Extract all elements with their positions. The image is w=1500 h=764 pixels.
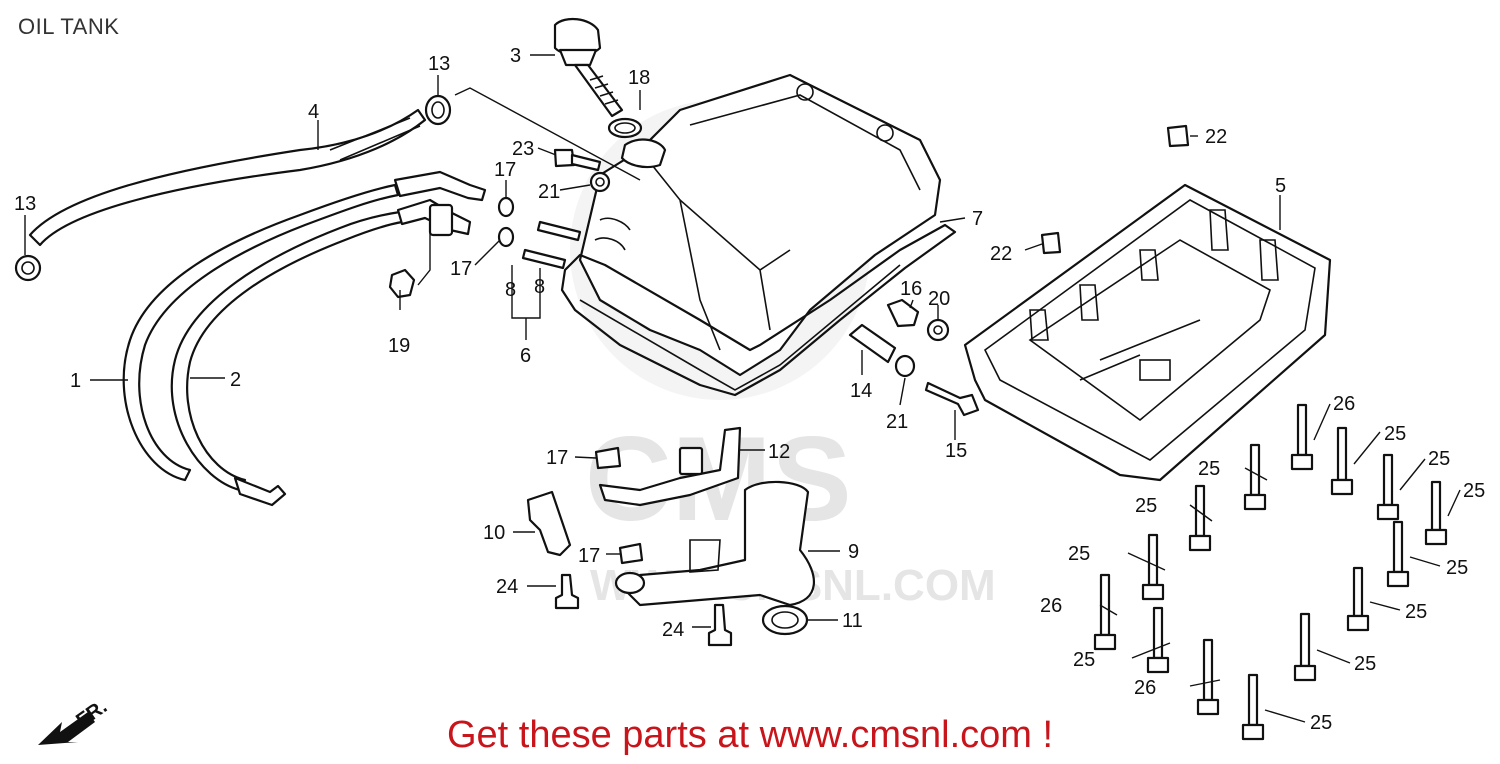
callout-17-c: 17 xyxy=(546,447,568,469)
bolt-15 xyxy=(924,381,980,417)
callout-23: 23 xyxy=(512,138,534,160)
clamp-13-lower xyxy=(14,254,42,282)
callouts: 3 13 4 13 1 2 18 23 17 21 17 8 8 6 19 7 … xyxy=(14,45,1485,734)
bolt-23 xyxy=(553,148,602,172)
callout-25-a: 25 xyxy=(1384,423,1406,445)
callout-21-upper: 21 xyxy=(538,181,560,203)
gasket-6 xyxy=(560,223,957,397)
washer-21-lower xyxy=(894,354,916,378)
plug-22-upper xyxy=(1166,124,1190,148)
strainer-9 xyxy=(614,480,815,607)
callout-17-b: 17 xyxy=(450,258,472,280)
callout-19: 19 xyxy=(388,335,410,357)
oil-tank-7 xyxy=(578,73,942,377)
callout-5: 5 xyxy=(1275,175,1286,197)
callout-25-h: 25 xyxy=(1405,601,1427,623)
leader-lines xyxy=(24,54,1281,628)
plate-10 xyxy=(526,490,572,557)
pan-bolt xyxy=(1386,520,1441,588)
pan-bolts xyxy=(1093,403,1461,741)
pan-bolt xyxy=(1093,573,1118,651)
callout-4: 4 xyxy=(308,101,319,123)
oil-pan-5 xyxy=(963,183,1332,482)
callout-21-lower: 21 xyxy=(886,411,908,433)
washer-17-a xyxy=(497,196,515,218)
hose-4 xyxy=(28,108,427,247)
callout-1: 1 xyxy=(70,370,81,392)
washer-20 xyxy=(926,318,950,342)
pan-bolt xyxy=(1376,453,1426,521)
callout-17-d: 17 xyxy=(578,545,600,567)
callout-26-top: 26 xyxy=(1333,393,1355,415)
callout-26-low: 26 xyxy=(1134,677,1156,699)
callout-10: 10 xyxy=(483,522,505,544)
line-fittings xyxy=(393,170,487,237)
pan-bolt xyxy=(1346,566,1401,632)
callout-25-i: 25 xyxy=(1073,649,1095,671)
pan-bolt xyxy=(1189,638,1221,716)
callout-18: 18 xyxy=(628,67,650,89)
pan-bolt xyxy=(1131,606,1171,674)
callout-15: 15 xyxy=(945,440,967,462)
callout-12: 12 xyxy=(768,441,790,463)
washer-21-upper xyxy=(589,171,611,193)
callout-25-d: 25 xyxy=(1463,480,1485,502)
stud-8a xyxy=(536,220,582,242)
filler-cap-3 xyxy=(553,17,624,118)
stud-8b xyxy=(521,248,567,270)
pipe-12 xyxy=(598,426,742,507)
callout-20: 20 xyxy=(928,288,950,310)
callout-25-g: 25 xyxy=(1446,557,1468,579)
pipe-14 xyxy=(848,323,897,364)
page-title: OIL TANK xyxy=(18,14,120,39)
callout-25-f: 25 xyxy=(1068,543,1090,565)
pan-bolt xyxy=(1290,403,1331,471)
callout-8-right: 8 xyxy=(534,276,545,298)
oil-line-1 xyxy=(122,183,400,482)
callout-2: 2 xyxy=(230,369,241,391)
pan-bolt xyxy=(1424,480,1461,546)
nut-19 xyxy=(388,268,416,299)
callout-24-left: 24 xyxy=(496,576,518,598)
pan-bolt xyxy=(1127,533,1166,601)
callout-25-j: 25 xyxy=(1354,653,1376,675)
washer-17-c xyxy=(594,446,622,470)
seal-11 xyxy=(761,604,809,636)
callout-25-k: 25 xyxy=(1310,712,1332,734)
callout-7: 7 xyxy=(972,208,983,230)
oil-line-2 xyxy=(170,210,404,507)
callout-13-lower: 13 xyxy=(14,193,36,215)
callout-11: 11 xyxy=(842,610,863,632)
bolt-16 xyxy=(886,298,920,328)
callout-6: 6 xyxy=(520,345,531,367)
washer-17-b xyxy=(497,226,515,248)
callout-9: 9 xyxy=(848,541,859,563)
pan-bolt xyxy=(1293,612,1351,682)
callout-8-left: 8 xyxy=(505,279,516,301)
pan-bolt xyxy=(1188,484,1213,552)
washer-17-d xyxy=(618,542,644,565)
callout-25-c: 25 xyxy=(1198,458,1220,480)
callout-22-upper: 22 xyxy=(1205,126,1227,148)
promo-link[interactable]: Get these parts at www.cmsnl.com ! xyxy=(446,714,1054,756)
clamp-13-upper xyxy=(424,94,452,126)
callout-22-lower: 22 xyxy=(990,243,1012,265)
callout-14: 14 xyxy=(850,380,872,402)
callout-16: 16 xyxy=(900,278,922,300)
callout-25-b: 25 xyxy=(1428,448,1450,470)
pan-bolt xyxy=(1243,443,1268,511)
callout-17-a: 17 xyxy=(494,159,516,181)
pan-bolt xyxy=(1330,426,1381,496)
bolt-24-right xyxy=(707,603,733,647)
bolt-24-left xyxy=(554,573,580,610)
callout-25-e: 25 xyxy=(1135,495,1157,517)
pan-bolt xyxy=(1241,673,1306,741)
callout-3: 3 xyxy=(510,45,521,67)
callout-13-upper: 13 xyxy=(428,53,450,75)
o-ring-18 xyxy=(607,117,643,139)
callout-24-right: 24 xyxy=(662,619,684,641)
callout-26-mid: 26 xyxy=(1040,595,1062,617)
plug-22-lower xyxy=(1040,231,1062,255)
